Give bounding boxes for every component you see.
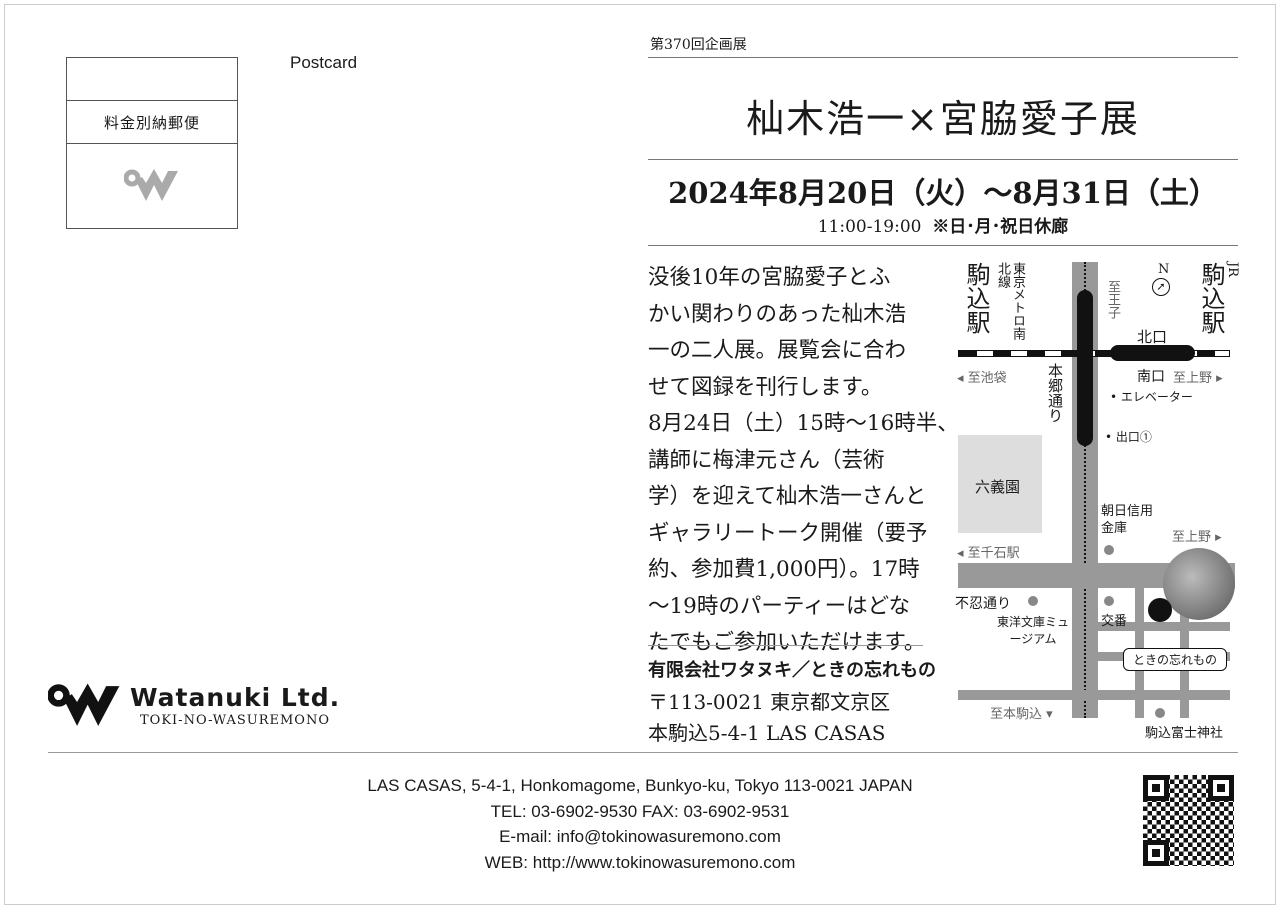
logo-subtitle: TOKI-NO-WASUREMONO — [140, 713, 331, 728]
closed-days: ※日･月･祝日休廊 — [932, 217, 1069, 237]
body-line: せて図録を刊行します。 — [648, 374, 883, 400]
south-exit-label: 南口 — [1137, 369, 1165, 385]
body-line: 一の二人展。展覧会に合わ — [648, 338, 907, 363]
company-address: 本駒込5-4-1 LAS CASAS — [648, 721, 886, 745]
elevator-label: • エレベーター — [1110, 390, 1193, 404]
to-senkoku: 至千石駅 — [967, 546, 1020, 561]
postage-stamp-box: 料金別納郵便 — [66, 57, 238, 229]
watanuki-logo-icon — [48, 683, 120, 726]
north-label: N — [1158, 262, 1170, 277]
toyo-bunko-label: 東洋文庫ミュージアム — [996, 615, 1069, 646]
gallery-marker-icon — [1148, 598, 1172, 622]
exhibition-description: 没後10年の宮脇愛子とふ かい関わりのあった杣木浩 一の二人展。展覧会に合わ せ… — [648, 260, 959, 662]
gallery-label: ときの忘れもの — [1123, 648, 1228, 671]
to-honkomagome-label: 至本駒込 ▾ — [990, 707, 1053, 722]
postage-paid-label: 料金別納郵便 — [67, 101, 237, 144]
logo-name: Watanuki Ltd. — [130, 683, 341, 712]
body-line: ギャラリートーク開催（要予 — [648, 520, 928, 546]
body-line: 学）を迎えて杣木浩一さんと — [648, 484, 927, 509]
to-ikebukuro: 至池袋 — [967, 371, 1007, 386]
to-ueno-2-label: 至上野 ▸ — [1172, 530, 1222, 545]
postcard-label: Postcard — [290, 53, 358, 72]
to-ueno-2: 至上野 — [1172, 530, 1212, 545]
exhibition-series: 第370回企画展 — [650, 37, 747, 53]
qr-code[interactable] — [1143, 775, 1234, 866]
body-line: 8月24日（土）15時〜16時半、 — [648, 411, 959, 436]
exhibition-title: 杣木浩一×宮脇愛子展 — [746, 97, 1140, 141]
gallery-photo — [1163, 548, 1235, 620]
footer-website[interactable]: WEB: http://www.tokinowasuremono.com — [484, 852, 796, 872]
exhibition-dates: 2024年8月20日（火）〜8月31日（土） — [668, 176, 1218, 210]
body-line: 約、参加費1,000円）。17時 — [648, 557, 920, 582]
company-name: 有限会社ワタヌキ／ときの忘れもの — [648, 660, 936, 681]
to-ueno: 至上野 — [1173, 371, 1213, 386]
elevator: エレベーター — [1120, 390, 1193, 404]
access-map: 駒込駅 東京メトロ南北線 駒込駅 JR N ➚ 至王子 北口 南口 至上野 ▸ … — [955, 258, 1240, 743]
body-line: 〜19時のパーティーはどな — [648, 593, 911, 619]
body-line: 没後10年の宮脇愛子とふ — [648, 265, 891, 290]
exhibition-hours: 11:00-19:00 ※日･月･祝日休廊 — [648, 212, 1238, 237]
metro-station-label: 駒込駅 — [962, 262, 990, 334]
footer-address: LAS CASAS, 5-4-1, Honkomagome, Bunkyo-ku… — [367, 776, 913, 795]
company-postal: 〒113-0021 東京都文京区 — [648, 690, 891, 714]
to-oji-label: 至王子 — [1105, 280, 1120, 319]
hours: 11:00-19:00 — [817, 217, 922, 237]
hongo-street-label: 本郷通り — [1046, 363, 1064, 423]
exit1-label: • 出口① — [1105, 430, 1152, 444]
to-honkomagome: 至本駒込 — [990, 707, 1043, 722]
footer-email[interactable]: E-mail: info@tokinowasuremono.com — [499, 827, 781, 846]
to-ikebukuro-label: ◂ 至池袋 — [957, 371, 1007, 386]
body-line: 講師に梅津元さん（芸術 — [648, 447, 885, 473]
koban-label: 交番 — [1101, 614, 1128, 629]
shrine-label: 駒込富士神社 — [1145, 726, 1224, 741]
body-line: かい関わりのあった杣木浩 — [648, 301, 907, 327]
postcard — [4, 4, 1276, 905]
to-ueno-label: 至上野 ▸ — [1173, 371, 1223, 386]
jr-label: JR — [1225, 262, 1240, 277]
footer-phone: TEL: 03-6902-9530 FAX: 03-6902-9531 — [490, 801, 790, 821]
body-line: たでもご参加いただけます。 — [648, 630, 926, 655]
rikugien-label: 六義園 — [975, 478, 1021, 496]
north-exit-label: 北口 — [1137, 328, 1168, 346]
compass-icon: ➚ — [1152, 278, 1170, 296]
metro-line-label: 東京メトロ南北線 — [995, 262, 1025, 340]
shinobazu-label: 不忍通り — [955, 596, 1011, 612]
watanuki-logo-icon — [124, 169, 178, 201]
bank-label: 朝日信用金庫 — [1101, 504, 1154, 536]
exit1: 出口① — [1115, 430, 1152, 444]
to-senkoku-label: ◂ 至千石駅 — [957, 546, 1020, 561]
jr-station-label: 駒込駅 — [1197, 262, 1225, 334]
contact-footer: LAS CASAS, 5-4-1, Honkomagome, Bunkyo-ku… — [200, 773, 1080, 875]
